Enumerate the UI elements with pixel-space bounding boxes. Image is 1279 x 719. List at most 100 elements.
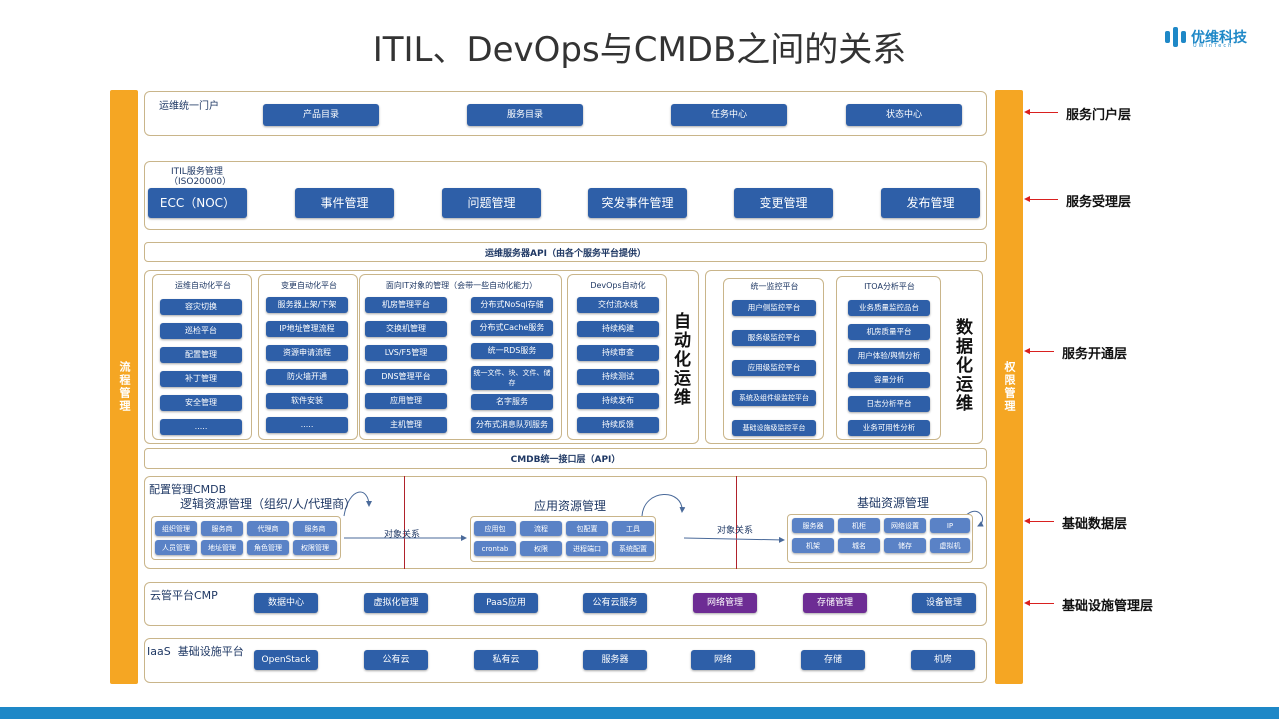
it-item[interactable]: 分布式消息队列服务 [471, 417, 553, 433]
change-item[interactable]: 服务器上架/下架 [266, 297, 348, 313]
it-item[interactable]: 机房管理平台 [365, 297, 447, 313]
monitor-item[interactable]: 基础设施级监控平台 [732, 420, 816, 436]
itoa-item[interactable]: 日志分析平台 [848, 396, 930, 412]
monitor-item[interactable]: 系统及组件级监控平台 [732, 390, 816, 406]
devops-item[interactable]: 持续审查 [577, 345, 659, 361]
it-item[interactable]: 分布式Cache服务 [471, 320, 553, 336]
logic-item[interactable]: 权限管理 [293, 540, 337, 555]
itoa-item[interactable]: 业务可用性分析 [848, 420, 930, 436]
logic-item[interactable]: 人员管理 [155, 540, 197, 555]
logic-item[interactable]: 服务商 [201, 521, 243, 536]
change-item[interactable]: 软件安装 [266, 393, 348, 409]
app-item[interactable]: 权限 [520, 541, 562, 556]
cmdb-divider [404, 476, 405, 569]
iaas-openstack[interactable]: OpenStack [254, 650, 318, 670]
relation-label-1: 对象关系 [384, 530, 421, 540]
ops-item[interactable]: 安全管理 [160, 395, 242, 411]
it-item[interactable]: 应用管理 [365, 393, 447, 409]
cmp-device-management[interactable]: 设备管理 [912, 593, 976, 613]
cmp-storage-management[interactable]: 存储管理 [803, 593, 867, 613]
logo-text: 优维科技 [1191, 30, 1247, 46]
it-item[interactable]: 主机管理 [365, 417, 447, 433]
itil-release-management[interactable]: 发布管理 [881, 188, 980, 218]
itil-ecc-noc[interactable]: ECC（NOC） [148, 188, 247, 218]
devops-item[interactable]: 持续测试 [577, 369, 659, 385]
infra-item[interactable]: 城名 [838, 538, 880, 553]
iaas-server[interactable]: 服务器 [583, 650, 647, 670]
cmp-data-center[interactable]: 数据中心 [254, 593, 318, 613]
monitor-title: 统一监控平台 [750, 282, 799, 291]
change-item[interactable]: ..... [266, 417, 348, 433]
logic-item[interactable]: 代理商 [247, 521, 289, 536]
change-item[interactable]: IP地址管理流程 [266, 321, 348, 337]
itil-change-management[interactable]: 变更管理 [734, 188, 833, 218]
iaas-private-cloud[interactable]: 私有云 [474, 650, 538, 670]
iaas-public-cloud[interactable]: 公有云 [364, 650, 428, 670]
iaas-network[interactable]: 网络 [691, 650, 755, 670]
app-item[interactable]: 工具 [612, 521, 654, 536]
it-item[interactable]: 名字服务 [471, 394, 553, 410]
change-item[interactable]: 防火墙开通 [266, 369, 348, 385]
ops-item[interactable]: ..... [160, 419, 242, 435]
iaas-label: IaaS 基础设施平台 [147, 645, 244, 658]
iaas-storage[interactable]: 存储 [801, 650, 865, 670]
devops-item[interactable]: 持续发布 [577, 393, 659, 409]
itoa-item[interactable]: 机房质量平台 [848, 324, 930, 340]
app-item[interactable]: 流程 [520, 521, 562, 536]
ops-automation-title: 运维自动化平台 [175, 281, 231, 290]
it-item[interactable]: DNS管理平台 [365, 369, 447, 385]
infra-item[interactable]: 机柜 [838, 518, 880, 533]
it-item[interactable]: LVS/F5管理 [365, 345, 447, 361]
logic-item[interactable]: 组织管理 [155, 521, 197, 536]
portal-task-center[interactable]: 任务中心 [671, 104, 787, 126]
monitor-item[interactable]: 应用级监控平台 [732, 360, 816, 376]
itoa-item[interactable]: 容量分析 [848, 372, 930, 388]
it-item[interactable]: 交换机管理 [365, 321, 447, 337]
logic-item[interactable]: 角色管理 [247, 540, 289, 555]
itil-incident-management[interactable]: 事件管理 [295, 188, 394, 218]
it-item[interactable]: 分布式NoSql存储 [471, 297, 553, 313]
monitor-item[interactable]: 用户侧监控平台 [732, 300, 816, 316]
infra-item[interactable]: 网络设置 [884, 518, 926, 533]
devops-item[interactable]: 持续构建 [577, 321, 659, 337]
bottom-bar [0, 707, 1279, 719]
change-item[interactable]: 资源申请流程 [266, 345, 348, 361]
cmp-paas[interactable]: PaaS应用 [474, 593, 538, 613]
infra-item[interactable]: IP [930, 518, 970, 533]
logic-item[interactable]: 服务商 [293, 521, 337, 536]
cmdb-divider [736, 476, 737, 569]
infra-item[interactable]: 储存 [884, 538, 926, 553]
cmp-network-management[interactable]: 网络管理 [693, 593, 757, 613]
logic-item[interactable]: 地址管理 [201, 540, 243, 555]
itil-emergency-management[interactable]: 突发事件管理 [588, 188, 687, 218]
app-item[interactable]: 包配置 [566, 521, 608, 536]
brand-logo: 优维科技 UWinTech [1165, 26, 1247, 50]
cmp-public-cloud[interactable]: 公有云服务 [583, 593, 647, 613]
infra-item[interactable]: 虚拟机 [930, 538, 970, 553]
itoa-item[interactable]: 业务质量监控品台 [848, 300, 930, 316]
portal-service-catalog[interactable]: 服务目录 [467, 104, 583, 126]
ops-item[interactable]: 补丁管理 [160, 371, 242, 387]
app-item[interactable]: crontab [474, 541, 516, 556]
app-item[interactable]: 应用包 [474, 521, 516, 536]
monitor-item[interactable]: 服务级监控平台 [732, 330, 816, 346]
it-item[interactable]: 统一文件、块、文件、储存 [471, 366, 553, 390]
infra-resource-title: 基础资源管理 [857, 496, 930, 510]
ops-item[interactable]: 配置管理 [160, 347, 242, 363]
portal-status-center[interactable]: 状态中心 [846, 104, 962, 126]
infra-item[interactable]: 服务器 [792, 518, 834, 533]
ops-item[interactable]: 巡检平台 [160, 323, 242, 339]
itil-problem-management[interactable]: 问题管理 [442, 188, 541, 218]
ops-item[interactable]: 容灾切换 [160, 299, 242, 315]
infra-item[interactable]: 机架 [792, 538, 834, 553]
portal-product-catalog[interactable]: 产品目录 [263, 104, 379, 126]
app-item[interactable]: 系统配置 [612, 541, 654, 556]
cmp-virtualization[interactable]: 虚拟化管理 [364, 593, 428, 613]
page-title: ITIL、DevOps与CMDB之间的关系 [372, 30, 907, 70]
it-item[interactable]: 统一RDS服务 [471, 343, 553, 359]
devops-item[interactable]: 持续反馈 [577, 417, 659, 433]
iaas-datacenter[interactable]: 机房 [911, 650, 975, 670]
devops-item[interactable]: 交付流水线 [577, 297, 659, 313]
app-item[interactable]: 进程端口 [566, 541, 608, 556]
itoa-item[interactable]: 用户体验/舆情分析 [848, 348, 930, 364]
